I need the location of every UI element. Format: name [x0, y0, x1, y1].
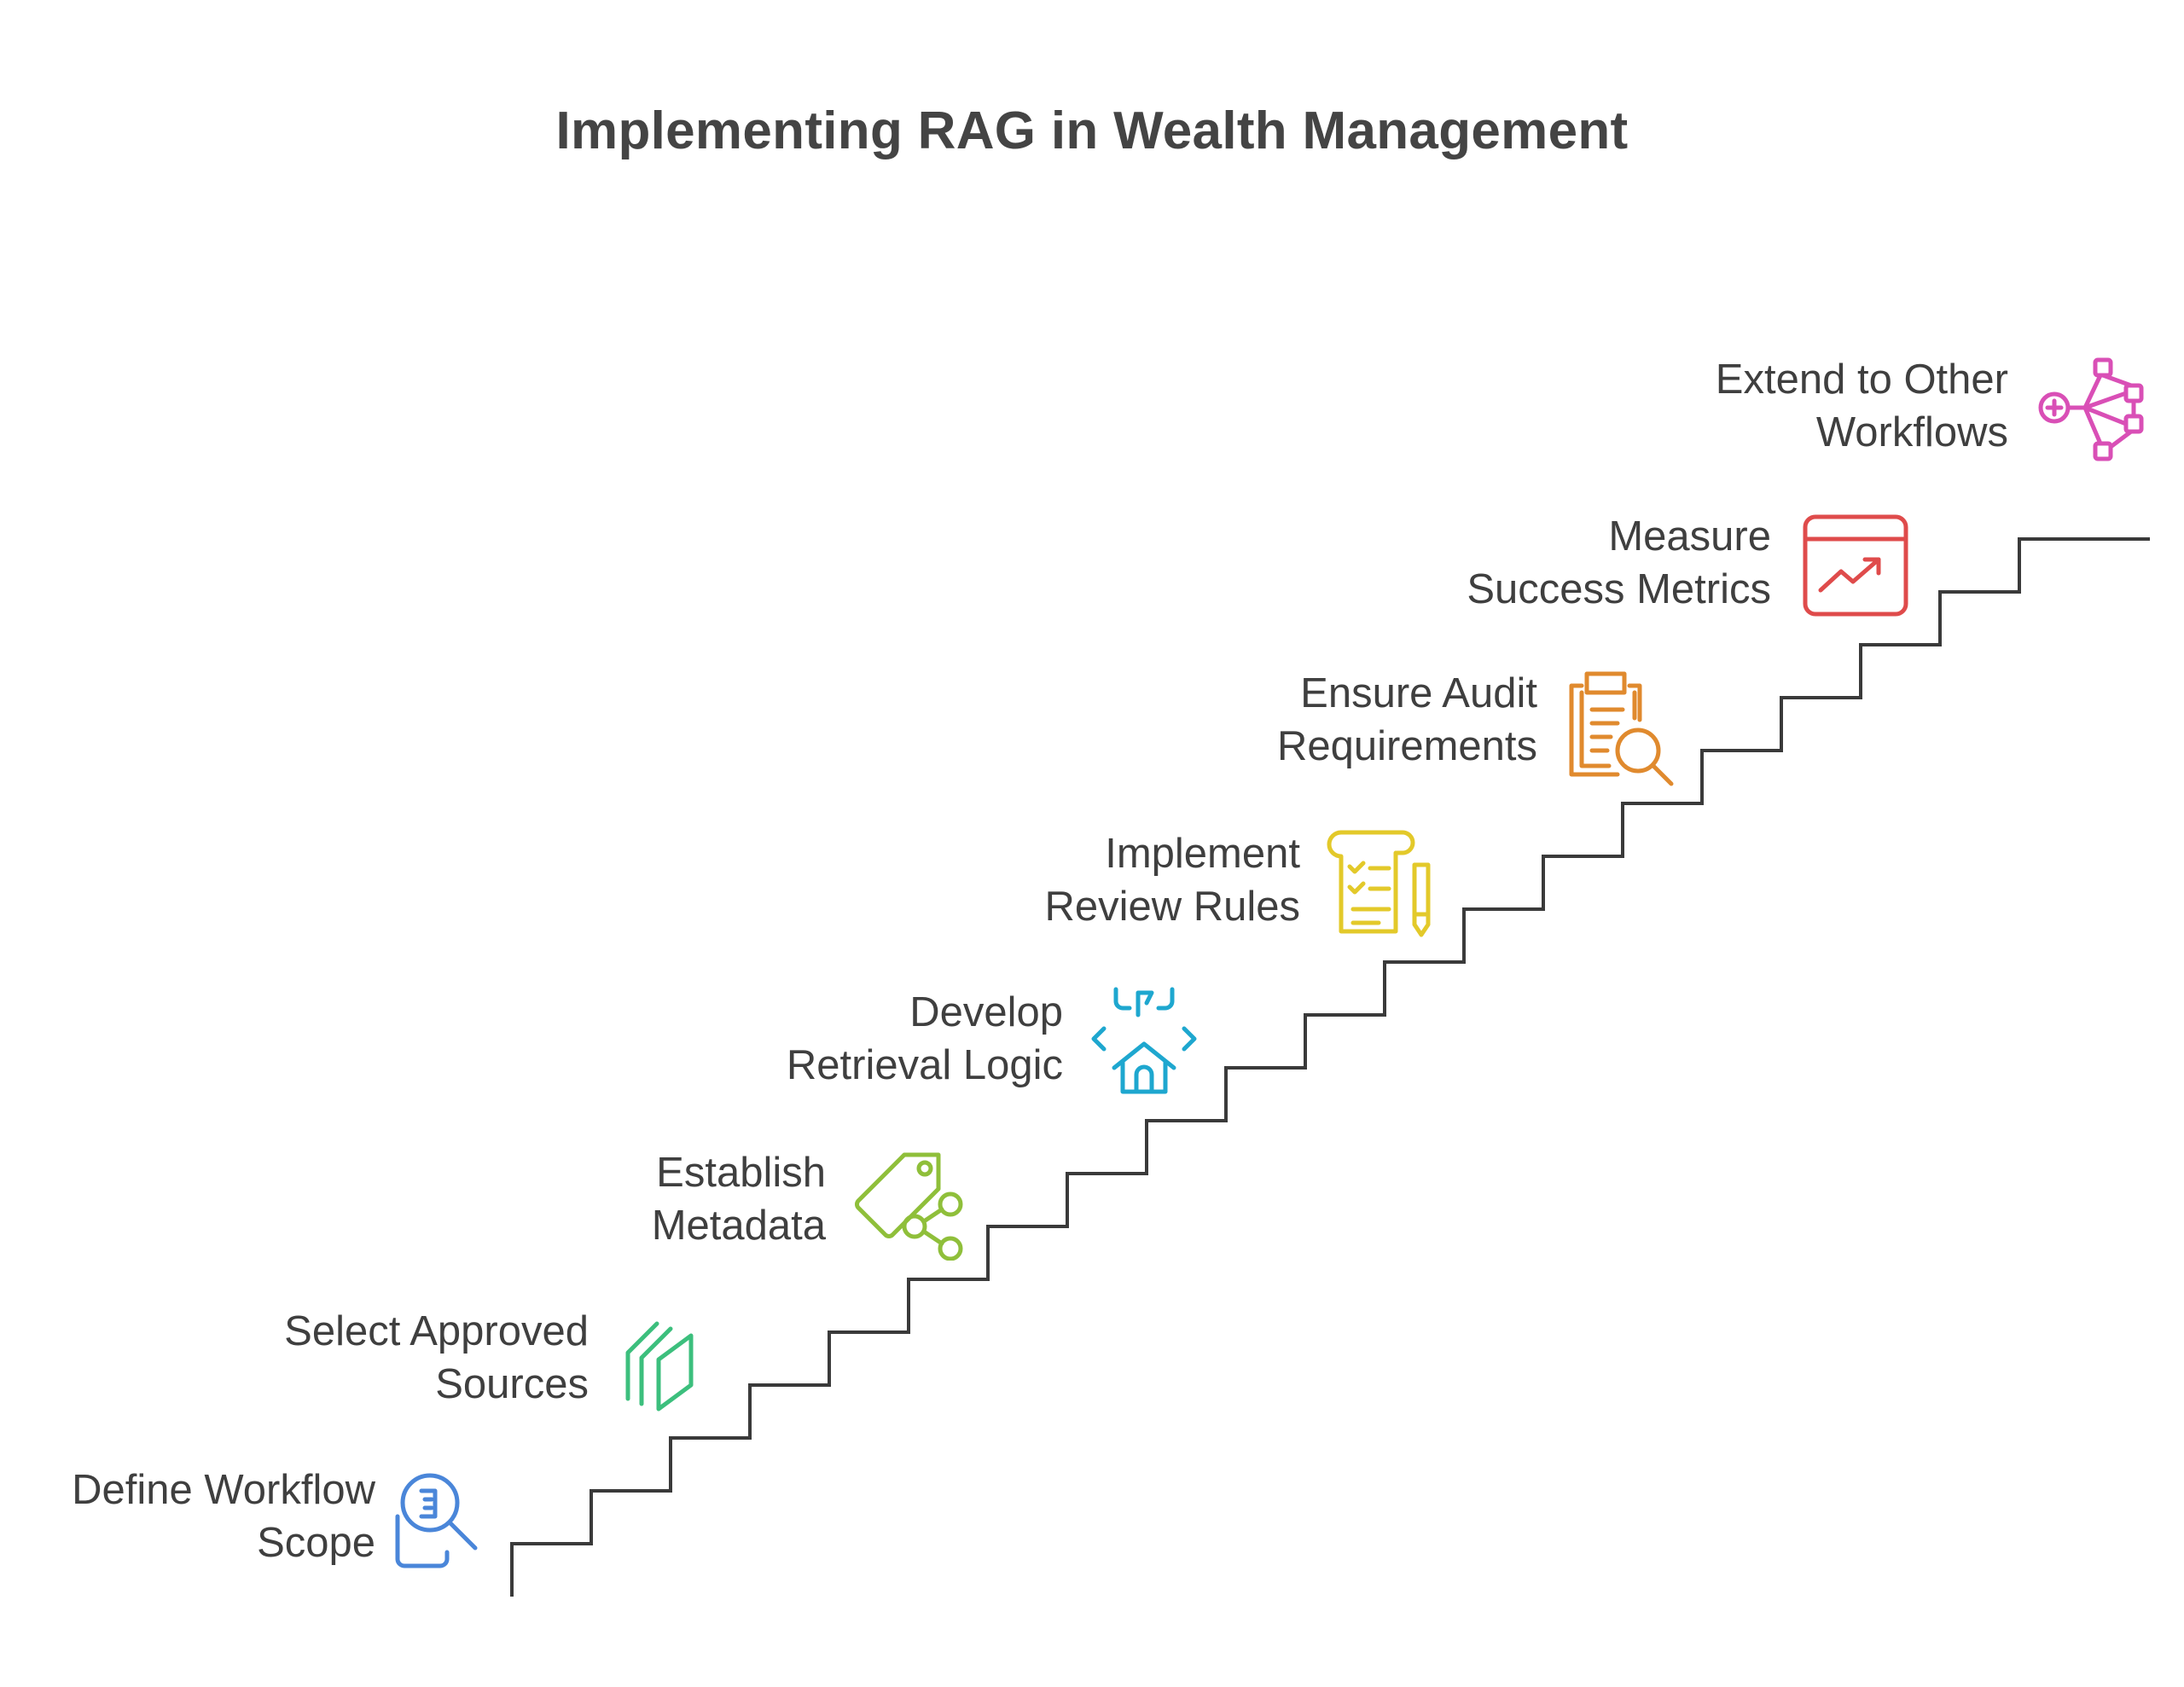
- step-label-line2: Metadata: [651, 1203, 826, 1249]
- step-label-line2: Success Metrics: [1467, 566, 1771, 612]
- step-label-line1: Define Workflow: [72, 1467, 375, 1513]
- step-define-workflow-scope: Define Workflow Scope: [72, 1464, 375, 1569]
- step-ensure-audit-requirements: Ensure Audit Requirements: [1277, 667, 1537, 773]
- step-implement-review-rules: Implement Review Rules: [1044, 827, 1300, 933]
- diagram-title: Implementing RAG in Wealth Management: [555, 101, 1629, 160]
- step-label-line2: Sources: [435, 1361, 589, 1407]
- document-search-icon: [380, 1465, 491, 1576]
- step-label-line1: Develop: [909, 989, 1063, 1035]
- network-plus-icon: [2036, 351, 2146, 467]
- clipboard-search-icon: [1561, 669, 1681, 788]
- step-label-line2: Workflows: [1815, 409, 2008, 455]
- checklist-pen-icon: [1321, 826, 1440, 945]
- layers-icon: [616, 1305, 727, 1416]
- step-label-line2: Review Rules: [1044, 884, 1300, 930]
- step-label-line2: Requirements: [1276, 723, 1537, 769]
- step-label-line1: Extend to Other: [1715, 357, 2008, 403]
- trend-chart-icon: [1800, 512, 1911, 623]
- step-extend-to-other-workflows: Extend to Other Workflows: [1716, 353, 2008, 459]
- step-label-line1: Ensure Audit: [1300, 670, 1537, 716]
- step-develop-retrieval-logic: Develop Retrieval Logic: [787, 986, 1063, 1092]
- step-label-line1: Implement: [1105, 831, 1300, 877]
- step-label-line1: Measure: [1608, 513, 1771, 559]
- step-label-line2: Scope: [257, 1520, 375, 1566]
- step-select-approved-sources: Select Approved Sources: [284, 1305, 589, 1411]
- step-label-line1: Select Approved: [284, 1308, 589, 1354]
- step-measure-success-metrics: Measure Success Metrics: [1467, 510, 1771, 616]
- step-establish-metadata: Establish Metadata: [652, 1146, 826, 1252]
- step-label-line2: Retrieval Logic: [786, 1042, 1063, 1088]
- home-code-icon: [1089, 983, 1199, 1102]
- tag-share-icon: [853, 1141, 973, 1261]
- step-label-line1: Establish: [656, 1150, 826, 1196]
